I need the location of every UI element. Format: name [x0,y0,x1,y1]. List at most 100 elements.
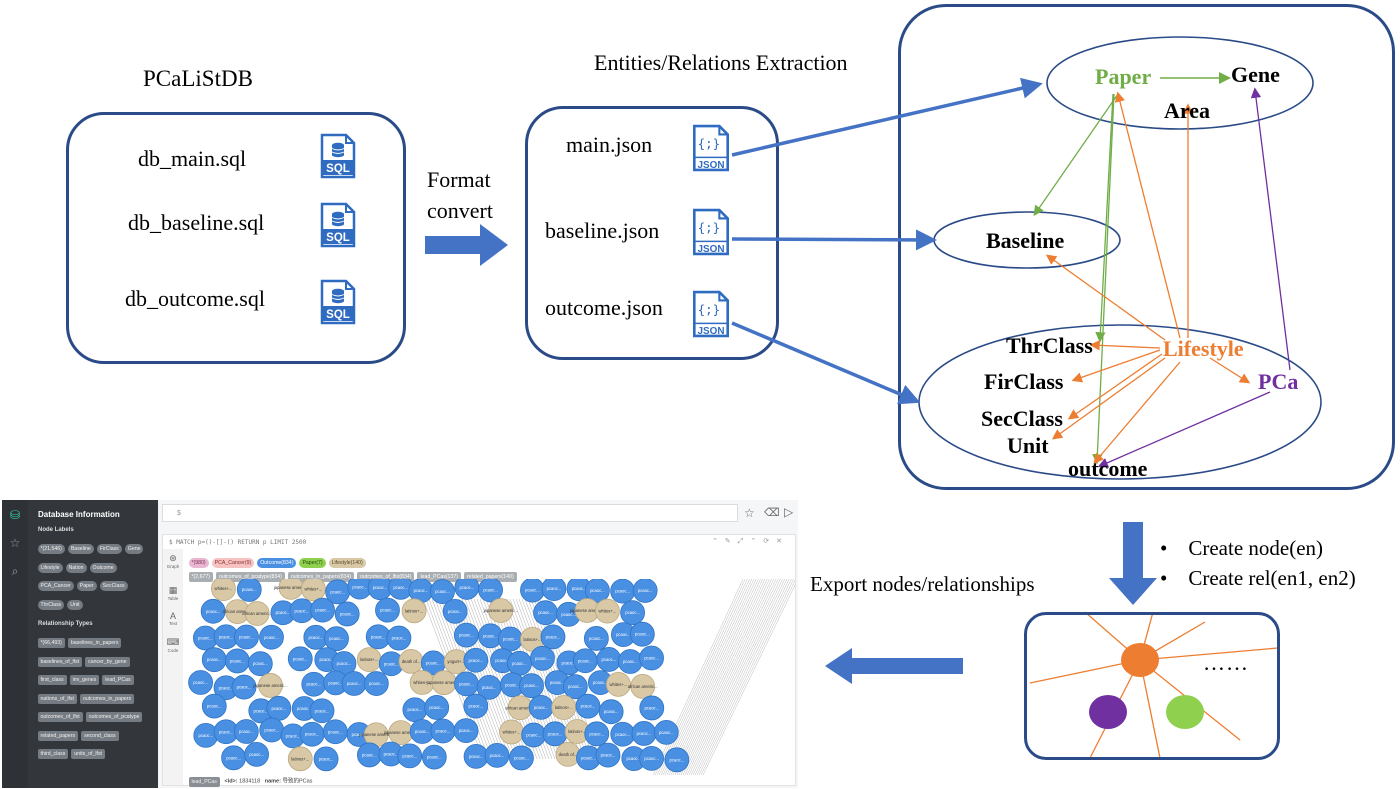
lifestyle-graph-node[interactable]: african americ... [628,673,658,699]
rel-types-chip[interactable]: outcomes_in_papers [79,693,135,704]
rel-types-chip[interactable]: cancer_by_gene [85,656,130,667]
rel-types-chip[interactable]: second_class [81,730,119,741]
lifestyle-graph-node[interactable]: japanese americ... [426,670,461,696]
outcome-graph-node[interactable]: pcaoc... [497,626,523,652]
outcome-graph-node[interactable]: pcaoc... [289,598,315,624]
outcome-graph-node[interactable]: pcaoc... [375,597,400,623]
outcome-graph-node[interactable]: pcaoc... [639,695,665,721]
outcome-graph-node[interactable]: pcaoc... [556,601,581,627]
outcome-graph-node[interactable]: pcaoc... [341,671,367,696]
lifestyle-graph-node[interactable]: whites+... [211,579,236,602]
node-labels-chip[interactable]: Lifestyle [37,562,63,573]
outcome-graph-node[interactable]: pcaoc... [617,649,643,674]
outcome-graph-node[interactable]: pcaoc... [363,671,389,696]
outcome-graph-node[interactable]: pcaoc... [322,719,348,745]
outcome-graph-node[interactable]: pcaoc... [201,693,227,719]
outcome-graph-node[interactable]: pcaoc... [244,741,269,767]
tab-table[interactable]: ▦Table [163,585,183,601]
rel-types-chip[interactable]: first_class [37,675,67,685]
outcome-graph-node[interactable]: pcaoc... [542,721,568,747]
outcome-graph-node[interactable]: pcaoc... [521,722,547,748]
rel-types-chip[interactable]: related_papers [37,730,79,741]
node-labels-chip[interactable]: Gene [124,544,144,554]
outcome-graph-node[interactable]: pcaoc... [478,579,503,603]
outcome-graph-node[interactable]: pcaoc... [247,651,273,677]
node-labels-chip[interactable]: Paper [76,581,97,591]
cypher-editor[interactable]: $ [162,504,738,522]
rel-types-chip[interactable]: outcomes_of_lfst [37,712,83,722]
lifestyle-graph-node[interactable]: whites+... [595,598,620,624]
lifestyle-graph-node[interactable]: whites+... [499,719,524,745]
outcome-graph-node[interactable]: pcaoc... [313,746,339,772]
outcome-graph-node[interactable]: pcaoc... [356,742,382,768]
outcome-graph-node[interactable]: pcaoc... [639,645,664,671]
tab-code[interactable]: ⌨Code [163,637,183,653]
outcome-graph-node[interactable]: pcaoc... [620,600,646,626]
res-node-chips-chip[interactable]: PCA_Cancer(9) [211,558,255,568]
favorite-star-icon[interactable]: ☆ [744,506,755,520]
rel-types-chip[interactable]: baselines_in_papers [67,638,122,648]
outcome-graph-node[interactable]: pcaoc... [386,625,412,651]
lifestyle-graph-node[interactable]: death of... [398,648,424,674]
node-labels-chip[interactable]: Unit [67,599,83,610]
rel-types-chip[interactable]: outcomes_of_pcatype [85,712,143,722]
res-node-chips-chip[interactable]: Outcome(834) [257,558,297,568]
outcome-graph-node[interactable]: pcaoc... [430,579,455,604]
node-labels-chip[interactable]: *(21,546) [37,544,65,554]
frame-controls-icon[interactable]: ⌃✎⤢⌃⟳✕ [712,538,789,545]
outcome-graph-node[interactable]: pcaoc... [596,647,622,672]
outcome-graph-node[interactable]: pcaoc... [520,579,545,603]
lifestyle-graph-node[interactable]: japanese americ... [383,720,418,746]
outcome-graph-node[interactable]: pcaoc... [528,694,554,720]
outcome-graph-node[interactable]: pcaoc... [454,671,479,697]
run-play-icon[interactable]: ▷ [784,505,794,519]
lifestyle-graph-node[interactable]: african americ... [223,599,253,625]
outcome-graph-node[interactable]: pcaoc... [402,697,428,723]
outcome-graph-node[interactable]: pcaoc... [280,723,306,749]
lifestyle-graph-node[interactable]: latinos+... [356,647,382,673]
outcome-graph-node[interactable]: pcaoc... [236,579,262,602]
rel-types-chip[interactable]: lead_PCas [102,675,134,685]
outcome-graph-node[interactable]: pcaoc... [540,624,566,650]
outcome-graph-node[interactable]: pcaoc... [224,648,250,674]
lifestyle-graph-node[interactable]: whites+... [300,579,326,602]
tab-graph[interactable]: ⊛Graph [163,553,183,569]
outcome-graph-node[interactable]: pcaoc... [259,717,285,743]
lifestyle-graph-node[interactable]: latinos+... [401,598,427,624]
outcome-graph-node[interactable]: pcaoc... [430,718,456,744]
outcome-graph-node[interactable]: pcaoc... [397,743,423,769]
rel-types-chip[interactable]: nations_of_lfst [37,693,77,704]
node-labels-chip[interactable]: ThrClass [37,599,65,610]
outcome-graph-node[interactable]: pcaoc... [585,579,610,603]
lifestyle-graph-node[interactable]: japanese americ... [252,673,288,698]
outcome-graph-node[interactable]: pcaoc... [453,718,479,744]
outcome-graph-node[interactable]: pcaoc... [463,693,489,719]
outcome-graph-node[interactable]: pcaoc... [453,622,479,648]
outcome-graph-node[interactable]: pcaoc... [299,721,325,747]
search-doc-icon[interactable]: ⌕ [11,564,19,578]
res-rel-chips-chip[interactable]: outcomes_in_papers(834) [287,572,355,582]
lifestyle-graph-node[interactable]: african americ... [505,695,535,721]
outcome-graph-node[interactable]: pcaoc... [442,598,468,624]
rel-types-chip[interactable]: units_of_lfst [71,749,105,759]
outcome-graph-node[interactable]: pcaoc... [233,719,259,744]
res-rel-chips-chip[interactable]: *(2,677) [188,572,213,582]
outcome-graph-node[interactable]: pcaoc... [610,579,635,604]
node-labels-chip[interactable]: PCA_Cancer [37,581,74,591]
lifestyle-graph-node[interactable]: whites+... [606,671,631,697]
outcome-graph-node[interactable]: pcaoc... [541,579,567,602]
outcome-graph-node[interactable]: pcaoc... [507,650,532,676]
outcome-graph-node[interactable]: pcaoc... [266,695,292,721]
outcome-graph-node[interactable]: pcaoc... [484,742,510,768]
outcome-graph-node[interactable]: pcaoc... [421,744,447,770]
outcome-graph-node[interactable]: pcaoc... [519,673,544,699]
outcome-graph-node[interactable]: pcaoc... [463,647,489,673]
outcome-graph-node[interactable]: pcaoc... [231,674,257,700]
outcome-graph-node[interactable]: pcaoc... [234,624,259,650]
node-labels-chip[interactable]: Outcome [89,562,117,573]
outcome-graph-node[interactable]: pcaoc... [463,743,489,769]
node-labels-chip[interactable]: FirClass [96,544,122,554]
rel-types-chip[interactable]: inv_genes [69,675,100,685]
outcome-graph-node[interactable]: pcaoc... [346,722,372,747]
